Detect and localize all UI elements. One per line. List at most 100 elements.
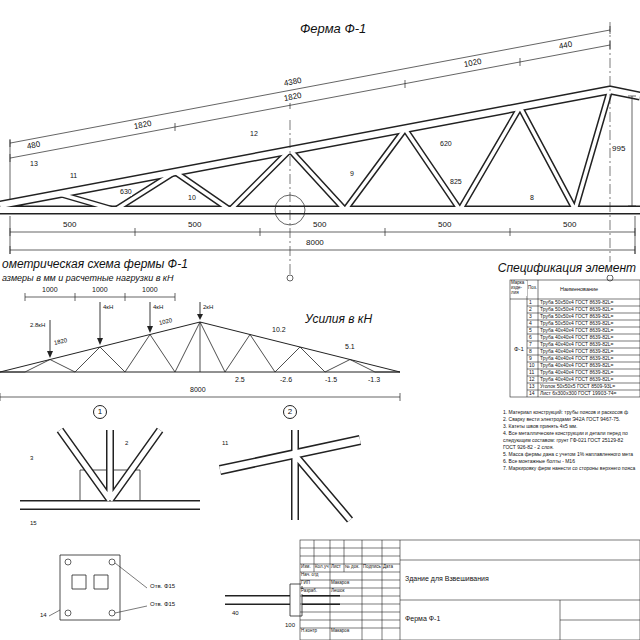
title-block-cell: Подпись: [363, 565, 381, 570]
note-line: 1. Материал конструкций: трубы поясов и …: [503, 410, 628, 416]
table-cell: 2: [529, 307, 532, 313]
table-header: Марка изде-лия: [511, 281, 527, 296]
detail-marker: 2: [283, 405, 297, 419]
dimension-lines-part: [10, 41, 610, 162]
load-value: 4кН: [153, 304, 163, 311]
title-block-name: Здание для Взвешивания: [405, 575, 489, 583]
detail-one-part: [20, 500, 200, 510]
table-cell: 3: [529, 314, 532, 320]
load-value: 4кН: [103, 304, 113, 311]
section-heading: Усилия в кН: [305, 313, 372, 326]
table-cell: Труба 50х50х4 ГОСТ 8639-82L=: [540, 307, 614, 313]
note-line: 3. Катеты швов принять 4х5 мм.: [503, 424, 577, 430]
detail-one-part: [72, 575, 86, 589]
callout-number: 11: [222, 440, 228, 447]
hole-note: Отв. Ф15: [150, 583, 175, 590]
force-value: -2.6: [280, 376, 292, 384]
title-block-part: [314, 540, 640, 640]
chord-member-inner: [0, 90, 640, 210]
title-block-part: [300, 540, 640, 640]
force-value: 2.5: [235, 376, 245, 384]
note-line: 5. Масса фермы дана с учетом 1% наплавле…: [503, 452, 633, 458]
detail-one-part: [94, 575, 108, 589]
table-cell: 10: [529, 363, 535, 369]
table-cell: 8: [529, 349, 532, 355]
table-cell: 5: [529, 328, 532, 334]
detail-marker-circle: [275, 195, 305, 225]
title-block-cell: Нач. отд: [301, 573, 318, 578]
force-value: 5.1: [345, 343, 355, 351]
table-cell: Труба 40х40х4 ГОСТ 8639-82L=: [540, 356, 614, 362]
member-mark: 10: [188, 194, 196, 202]
table-cell: 7: [529, 342, 532, 348]
detail-one-part: [20, 502, 200, 509]
section-heading: ометрическая схема фермы Ф-1: [2, 258, 188, 271]
title-block: [300, 540, 640, 640]
dimension-value: 440: [558, 41, 573, 52]
dimension-lines-part: [10, 26, 610, 200]
title-block-cell: Кол.уч: [315, 565, 329, 570]
dimension-value: 1820: [53, 337, 68, 347]
dimension-value: 500: [188, 221, 201, 230]
section-heading: азмеры в мм и расчетные нагрузки в кН: [2, 274, 174, 284]
detail-two-part: [225, 597, 340, 604]
axis-mark: [287, 275, 293, 281]
table-cell: Труба 40х40х4 ГОСТ 8639-82L=: [540, 377, 614, 383]
load-arrowheads-part: [147, 326, 153, 333]
detail-number: 1: [98, 408, 102, 416]
dimension-value: 1820: [133, 120, 152, 132]
table-cell: 4: [529, 321, 532, 327]
table-cell: Труба 40х40х4 ГОСТ 8639-82L=: [540, 363, 614, 369]
load-arrowheads-part: [97, 338, 103, 345]
dimension-value: 500: [438, 221, 451, 230]
dimension-value: 500: [63, 221, 76, 230]
dimension-value: 1020: [158, 317, 173, 327]
table-cell: 14: [529, 391, 535, 397]
force-value: -1.5: [325, 376, 337, 384]
note-line: ГОСТ 926-82 - 2 слоя.: [503, 445, 554, 451]
table-cell: Труба 50х50х4 ГОСТ 8639-82L=: [540, 314, 614, 320]
dimension-lines: [10, 26, 636, 254]
hole-note: Отв. Ф15: [150, 601, 175, 608]
table-cell: Труба 40х40х4 ГОСТ 8639-82L=: [540, 349, 614, 355]
load-arrowheads-part: [47, 351, 53, 358]
title-block-cell: Дата: [383, 565, 393, 570]
dimension-value: 8000: [190, 386, 206, 394]
table-cell: 1: [529, 300, 532, 306]
load-value: 2кН: [203, 304, 213, 311]
detail-two-part: [220, 440, 360, 470]
member-mark: 11: [70, 172, 77, 180]
detail-two: [220, 430, 360, 616]
note-line: следующим составом: грунт ГФ-021 ГОСТ 25…: [503, 438, 623, 444]
note-line: 2. Сварку вести электродами Э42А ГОСТ 94…: [503, 417, 620, 423]
member-mark: 620: [440, 140, 452, 148]
detail-one: [20, 430, 200, 620]
table-cell: 13: [529, 384, 535, 390]
dimension-value: 500: [563, 221, 576, 230]
table-cell: Труба 40х40х4 ГОСТ 8639-82L=: [540, 342, 614, 348]
truss-members: [0, 90, 640, 210]
title-block-name: Ферма Ф-1: [405, 615, 440, 623]
detail-one-part: [60, 555, 120, 620]
title-block-cell: Макаров: [331, 629, 349, 634]
callout-number: 14: [40, 612, 47, 619]
drawing-title: Ферма Ф-1: [300, 22, 366, 36]
title-block-cell: Лешок: [331, 589, 345, 594]
title-block-cell: Изм.: [301, 565, 311, 570]
table-cell: 11: [529, 370, 534, 376]
detail-one-part: [109, 559, 115, 565]
specification-table-part: [510, 280, 640, 397]
detail-one-part: [109, 610, 115, 616]
center-lines: [290, 22, 610, 275]
dimension-value: 1000: [142, 286, 158, 294]
table-cell: Ф-1: [514, 346, 524, 353]
dimension-value: 500: [313, 221, 326, 230]
callout-number: 100: [285, 622, 295, 629]
title-block-cell: Разраб.: [301, 589, 317, 594]
table-cell: 9: [529, 356, 532, 362]
detail-one-part: [65, 559, 71, 565]
member-mark: 8: [530, 194, 534, 202]
callout-number: 2: [125, 440, 128, 447]
detail-two-part: [220, 440, 360, 470]
note-line: 4. Все металлические конструкции и детал…: [503, 431, 628, 437]
